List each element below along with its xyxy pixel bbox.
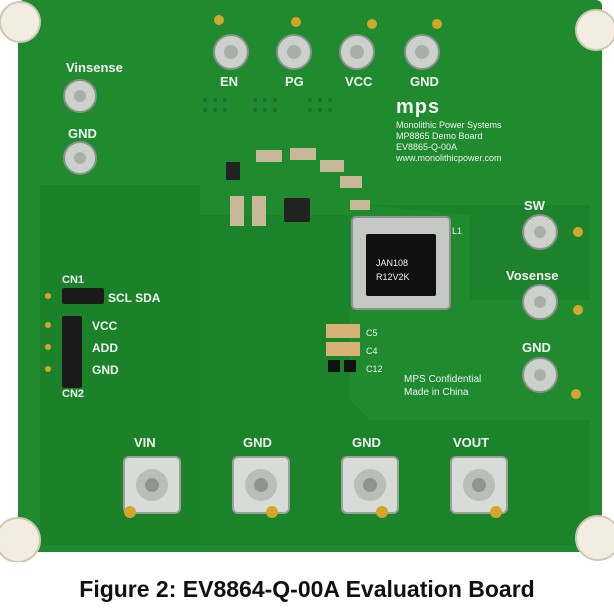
capacitors-output bbox=[326, 324, 360, 372]
label-vout: VOUT bbox=[453, 435, 489, 450]
label-pg: PG bbox=[285, 74, 304, 89]
label-header-add: ADD bbox=[92, 341, 118, 355]
evaluation-board-photo: mps EN PG VCC GND Vinsense GND SW Vosens… bbox=[0, 0, 614, 562]
info-line-4: www.monolithicpower.com bbox=[395, 153, 502, 163]
figure-caption: Figure 2: EV8864-Q-00A Evaluation Board bbox=[79, 575, 535, 602]
passive-components bbox=[226, 148, 370, 226]
confidential-line-2: Made in China bbox=[404, 387, 469, 398]
label-vcc: VCC bbox=[345, 74, 373, 89]
inductor-marking-2: R12V2K bbox=[376, 272, 410, 282]
via-field bbox=[203, 98, 332, 112]
label-c5: C5 bbox=[366, 328, 378, 338]
terminal-en bbox=[213, 15, 249, 70]
terminal-vcc bbox=[339, 19, 377, 70]
terminal-gnd-top bbox=[404, 19, 442, 70]
terminal-vin bbox=[123, 456, 181, 518]
info-line-2: MP8865 Demo Board bbox=[396, 131, 483, 141]
ic-chip bbox=[284, 198, 310, 222]
label-vosense: Vosense bbox=[506, 268, 559, 283]
standoff-top-right bbox=[575, 9, 614, 51]
mps-logo-text: mps bbox=[396, 96, 440, 118]
terminal-gnd-bottom-2 bbox=[341, 456, 399, 518]
terminal-vout bbox=[450, 456, 508, 518]
label-gnd-bottom-1: GND bbox=[243, 435, 272, 450]
terminal-gnd-bottom-1 bbox=[232, 456, 290, 518]
label-vin: VIN bbox=[134, 435, 156, 450]
standoff-bottom-right bbox=[575, 515, 614, 561]
terminal-pg bbox=[276, 17, 312, 70]
terminal-gnd-right bbox=[522, 357, 581, 399]
confidential-line-1: MPS Confidential bbox=[404, 374, 481, 385]
label-cn2: CN2 bbox=[62, 388, 84, 400]
label-header-gnd: GND bbox=[92, 363, 119, 377]
label-gnd-left: GND bbox=[68, 126, 97, 141]
inductor-l1 bbox=[351, 216, 451, 310]
inductor-marking-1: JAN108 bbox=[376, 258, 408, 268]
label-en: EN bbox=[220, 74, 238, 89]
label-l1: L1 bbox=[452, 226, 462, 236]
terminal-sw bbox=[522, 214, 583, 250]
label-gnd-right: GND bbox=[522, 340, 551, 355]
label-gnd-top: GND bbox=[410, 74, 439, 89]
pin-header-cn1 bbox=[45, 288, 104, 304]
label-header-vcc: VCC bbox=[92, 319, 118, 333]
info-line-3: EV8865-Q-00A bbox=[396, 142, 457, 152]
copper-pour-left bbox=[40, 185, 200, 545]
terminal-gnd-left bbox=[63, 141, 97, 175]
mps-logo: mps bbox=[396, 96, 440, 118]
terminal-vosense bbox=[522, 284, 583, 320]
label-gnd-bottom-2: GND bbox=[352, 435, 381, 450]
label-cn1: CN1 bbox=[62, 274, 84, 286]
label-c4: C4 bbox=[366, 346, 378, 356]
label-scl-sda: SCL SDA bbox=[108, 291, 161, 305]
info-line-1: Monolithic Power Systems bbox=[396, 120, 502, 130]
standoff-top-left bbox=[0, 1, 41, 43]
label-c12: C12 bbox=[366, 364, 383, 374]
terminal-vinsense bbox=[63, 79, 97, 113]
label-vinsense: Vinsense bbox=[66, 60, 123, 75]
pin-header-cn2 bbox=[45, 316, 82, 388]
standoff-bottom-left bbox=[0, 517, 41, 562]
label-sw: SW bbox=[524, 198, 546, 213]
